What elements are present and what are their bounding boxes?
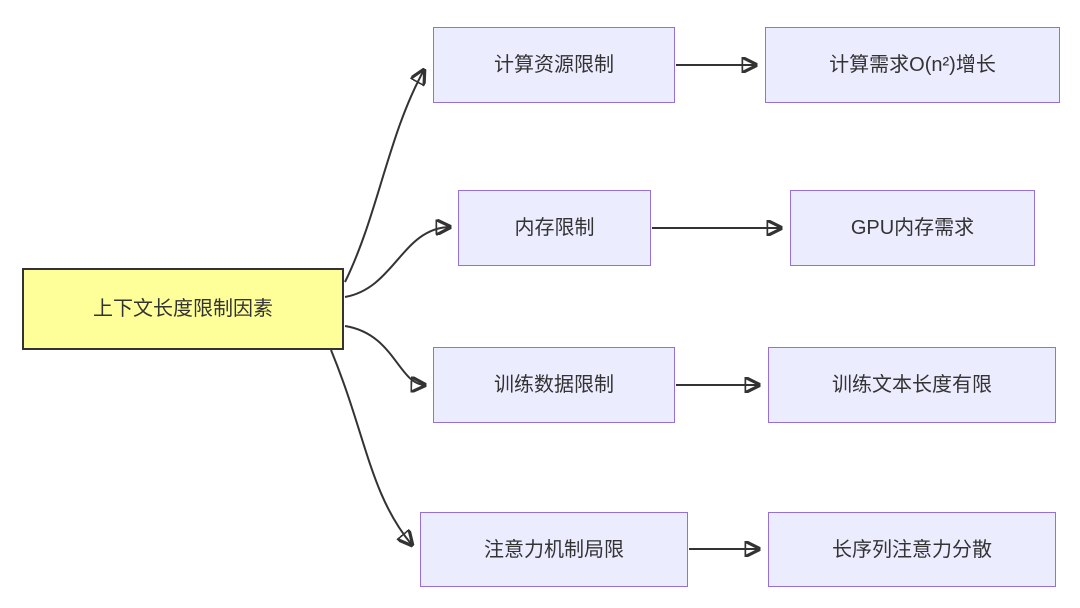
node-attention-dispersion: 长序列注意力分散 bbox=[768, 512, 1056, 587]
node-training-text-length: 训练文本长度有限 bbox=[768, 347, 1056, 423]
node-root: 上下文长度限制因素 bbox=[22, 268, 344, 350]
edge-root-to-mid-2 bbox=[344, 325, 425, 385]
edge-root-to-mid-0 bbox=[344, 70, 424, 283]
node-training-data-limit-label: 训练数据限制 bbox=[494, 374, 614, 396]
node-attention-dispersion-label: 长序列注意力分散 bbox=[832, 538, 992, 561]
node-training-data-limit: 训练数据限制 bbox=[433, 347, 675, 423]
node-training-text-length-label: 训练文本长度有限 bbox=[832, 374, 992, 396]
node-compute-limit: 计算资源限制 bbox=[433, 27, 675, 103]
node-memory-limit-label: 内存限制 bbox=[514, 217, 595, 239]
edge-root-to-mid-1 bbox=[344, 227, 450, 298]
node-compute-growth-label: 计算需求O(n²)增长 bbox=[829, 54, 996, 76]
node-gpu-memory: GPU内存需求 bbox=[790, 190, 1035, 266]
node-root-label: 上下文长度限制因素 bbox=[93, 298, 273, 320]
node-attention-limit-label: 注意力机制局限 bbox=[484, 538, 624, 561]
node-compute-limit-label: 计算资源限制 bbox=[494, 54, 614, 76]
edge-root-to-mid-3 bbox=[330, 349, 412, 545]
node-memory-limit: 内存限制 bbox=[458, 190, 651, 266]
node-compute-growth: 计算需求O(n²)增长 bbox=[765, 27, 1060, 103]
node-gpu-memory-label: GPU内存需求 bbox=[850, 217, 975, 239]
node-attention-limit: 注意力机制局限 bbox=[420, 512, 688, 587]
